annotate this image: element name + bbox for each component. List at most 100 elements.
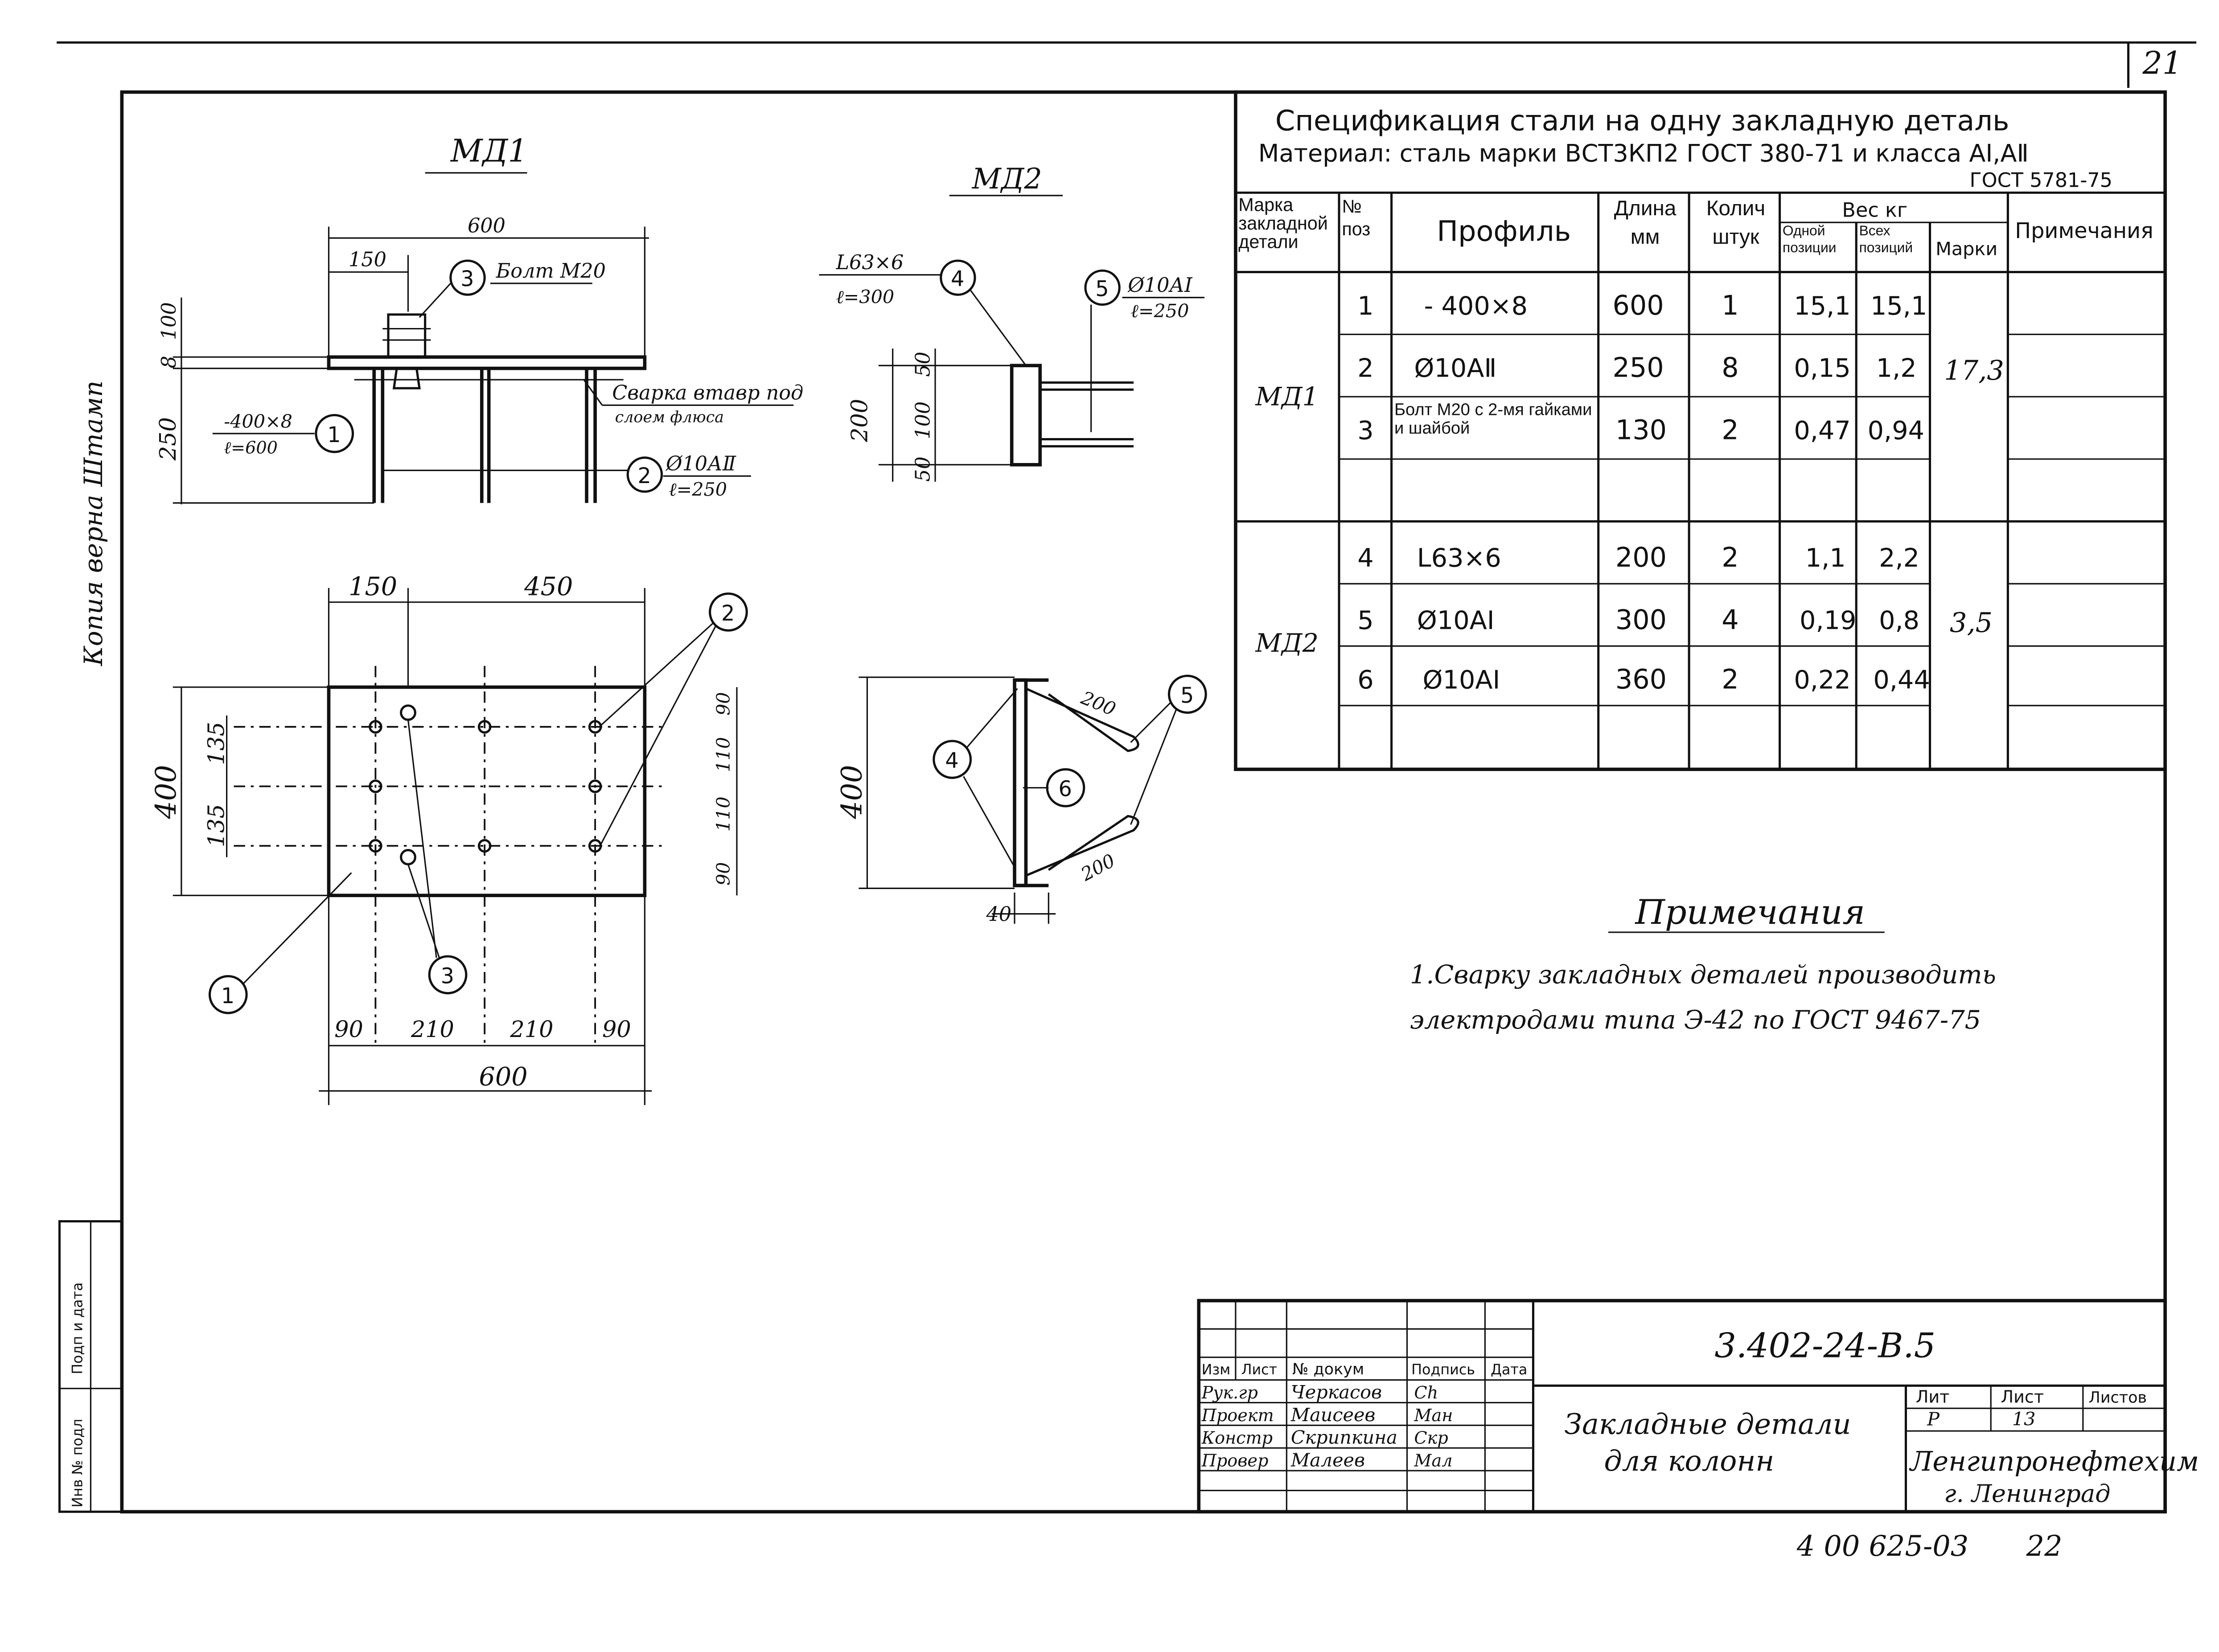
tb-person: Рук.гр Черкасов Сh [1201,1381,1438,1403]
tb-org-2: г. Ленинград [1944,1480,2110,1508]
hdr-pos: № поз [1342,195,1371,240]
md2-diag-200b: 200 [1077,850,1118,885]
cell-one: 0,22 [1794,665,1850,695]
tb-sheets-head: Листов [2089,1389,2147,1406]
md1-dim-600: 600 [468,214,505,237]
md1-plate-label: -400×8 [224,411,292,432]
md1-dim-250: 250 [155,417,181,461]
cell-qty: 8 [1722,353,1738,384]
cell-length: 250 [1612,353,1664,384]
tb-role: Провер [1201,1451,1269,1471]
md1-bar-len: ℓ=250 [669,479,727,500]
md1-plan: 150 450 400 135 135 90 110 110 90 90 [149,572,748,1105]
cell-pos: 2 [1357,354,1373,383]
tb-lit-head: Лит [1916,1387,1950,1406]
side-note: Копия верна Штамп [79,381,108,666]
hdr-length: Длина мм [1614,197,1677,250]
plan-dim-90b: 90 [713,862,734,885]
spec-md1-total: 17,3 [1944,355,2004,386]
plan-dim-110a: 110 [713,737,734,772]
cell-pos: 6 [1357,665,1373,695]
callout-3-elev [449,259,486,296]
md2-section: МД2 L63×6 ℓ=300 4 5 Ø10АⅠ ℓ=250 200 50 1… [819,162,1204,482]
cell-qty: 1 [1722,290,1738,321]
cell-length: 600 [1612,290,1664,321]
cell-profile: Ø10АⅠ [1423,665,1500,695]
title-block: Изм Лист № докум Подпись Дата Рук.гр Чер… [1197,1299,2199,1514]
tb-person: Проект Маисеев Мaн [1201,1404,1453,1426]
plan-dim-450: 450 [524,572,573,601]
md1-plate [327,355,647,370]
side-stamp-inv: Инв № подл [69,1419,86,1508]
callout-4-plan-label: 4 [945,749,958,773]
md2-dim-50a: 50 [912,352,934,377]
tb-lit: Р [1927,1408,1940,1430]
md1-weld-label: Сварка втавр под [612,382,803,405]
plan-dim-135a: 135 [203,722,229,765]
notes: Примечания 1.Сварку закладных деталей пр… [1410,892,1996,1035]
drawing-frame [120,90,2167,1514]
cell-one: 15,1 [1794,291,1850,321]
md2-angle-section [1010,364,1042,467]
notes-line-1: 1.Сварку закладных деталей производить [1410,960,1996,989]
notes-title: Примечания [1634,892,1865,932]
cell-qty: 4 [1722,605,1738,636]
md2-dim-100: 100 [912,402,934,439]
bot-dim-210b: 210 [510,1016,553,1042]
md2-title: МД2 [972,162,1042,195]
md2-plate [1013,678,1028,887]
callout-2-plan-label: 2 [721,602,735,626]
plan-dim-150: 150 [349,572,397,601]
cell-profile: - 400×8 [1424,291,1528,321]
tb-head-izm: Изм [1202,1361,1231,1378]
callout-3-elev-label: 3 [460,267,474,291]
spec-table: Спецификация стали на одну закладную дет… [1234,90,2167,771]
md2-dim-50b: 50 [912,456,934,482]
cell-length: 130 [1615,415,1667,446]
spec-row: 3 Болт М20 с 2-мя гайками и шайбой 130 2… [1357,401,1924,446]
md2-bar-label: Ø10АⅠ [1127,274,1193,297]
cell-one: 0,19 [1800,606,1856,635]
callout-4-sec [940,259,976,296]
plan-dim-90a: 90 [713,692,734,716]
md1-weld-label2: слоем флюса [615,408,724,426]
callout-5-sec-label: 5 [1095,277,1109,301]
md2-dim-200: 200 [846,399,872,443]
hdr-w-all: Всех позиций [1859,224,1913,257]
tb-org-1: Ленгипронефтехим [1909,1446,2199,1477]
cell-profile: Ø10АⅡ [1414,354,1496,383]
hdr-w-mark: Марки [1935,238,1997,259]
spec-title-3: ГОСТ 5781-75 [1970,169,2112,192]
spec-md2-mark: МД2 [1255,628,1319,658]
md1-dim-150: 150 [349,249,386,271]
tb-head-list: Лист [1241,1361,1278,1378]
tb-person: Провер Малеев Мал [1201,1450,1453,1471]
md2-angle-label: L63×6 [835,251,904,274]
tb-sheet-head: Лист [2001,1387,2044,1406]
cell-qty: 2 [1722,415,1738,446]
callout-1-elev-label: 1 [327,423,341,447]
cell-pos: 3 [1357,416,1373,446]
cell-all: 0,94 [1868,416,1924,446]
md1-plan-plate [327,685,647,898]
plan-dim-110b: 110 [713,796,734,832]
md2-plan: 400 200 200 5 4 6 40 [835,674,1207,926]
tb-name-2: для колонн [1604,1444,1774,1477]
tb-code: 3.402-24-В.5 [1714,1326,1935,1365]
tb-role: Констр [1201,1428,1273,1448]
notes-line-2: электродами типа Э-42 по ГОСТ 9467-75 [1410,1005,1981,1035]
tb-sign: Мал [1414,1451,1452,1471]
cell-length: 200 [1615,542,1667,574]
tb-head-sign: Подпись [1411,1361,1475,1378]
tb-name: Черкасов [1291,1381,1382,1403]
cell-pos: 5 [1357,606,1373,635]
bot-dim-90a: 90 [334,1016,363,1042]
tb-name: Малеев [1290,1450,1365,1471]
tb-sign: Сh [1414,1383,1438,1402]
hdr-mark: Марка закладной детали [1238,195,1328,252]
cell-one: 1,1 [1805,544,1846,573]
hdr-qty: Колич штук [1706,197,1766,250]
callout-3-plan-label: 3 [441,964,454,988]
spec-title-1: Спецификация стали на одну закладную дет… [1275,104,2009,137]
cell-qty: 2 [1722,664,1738,695]
